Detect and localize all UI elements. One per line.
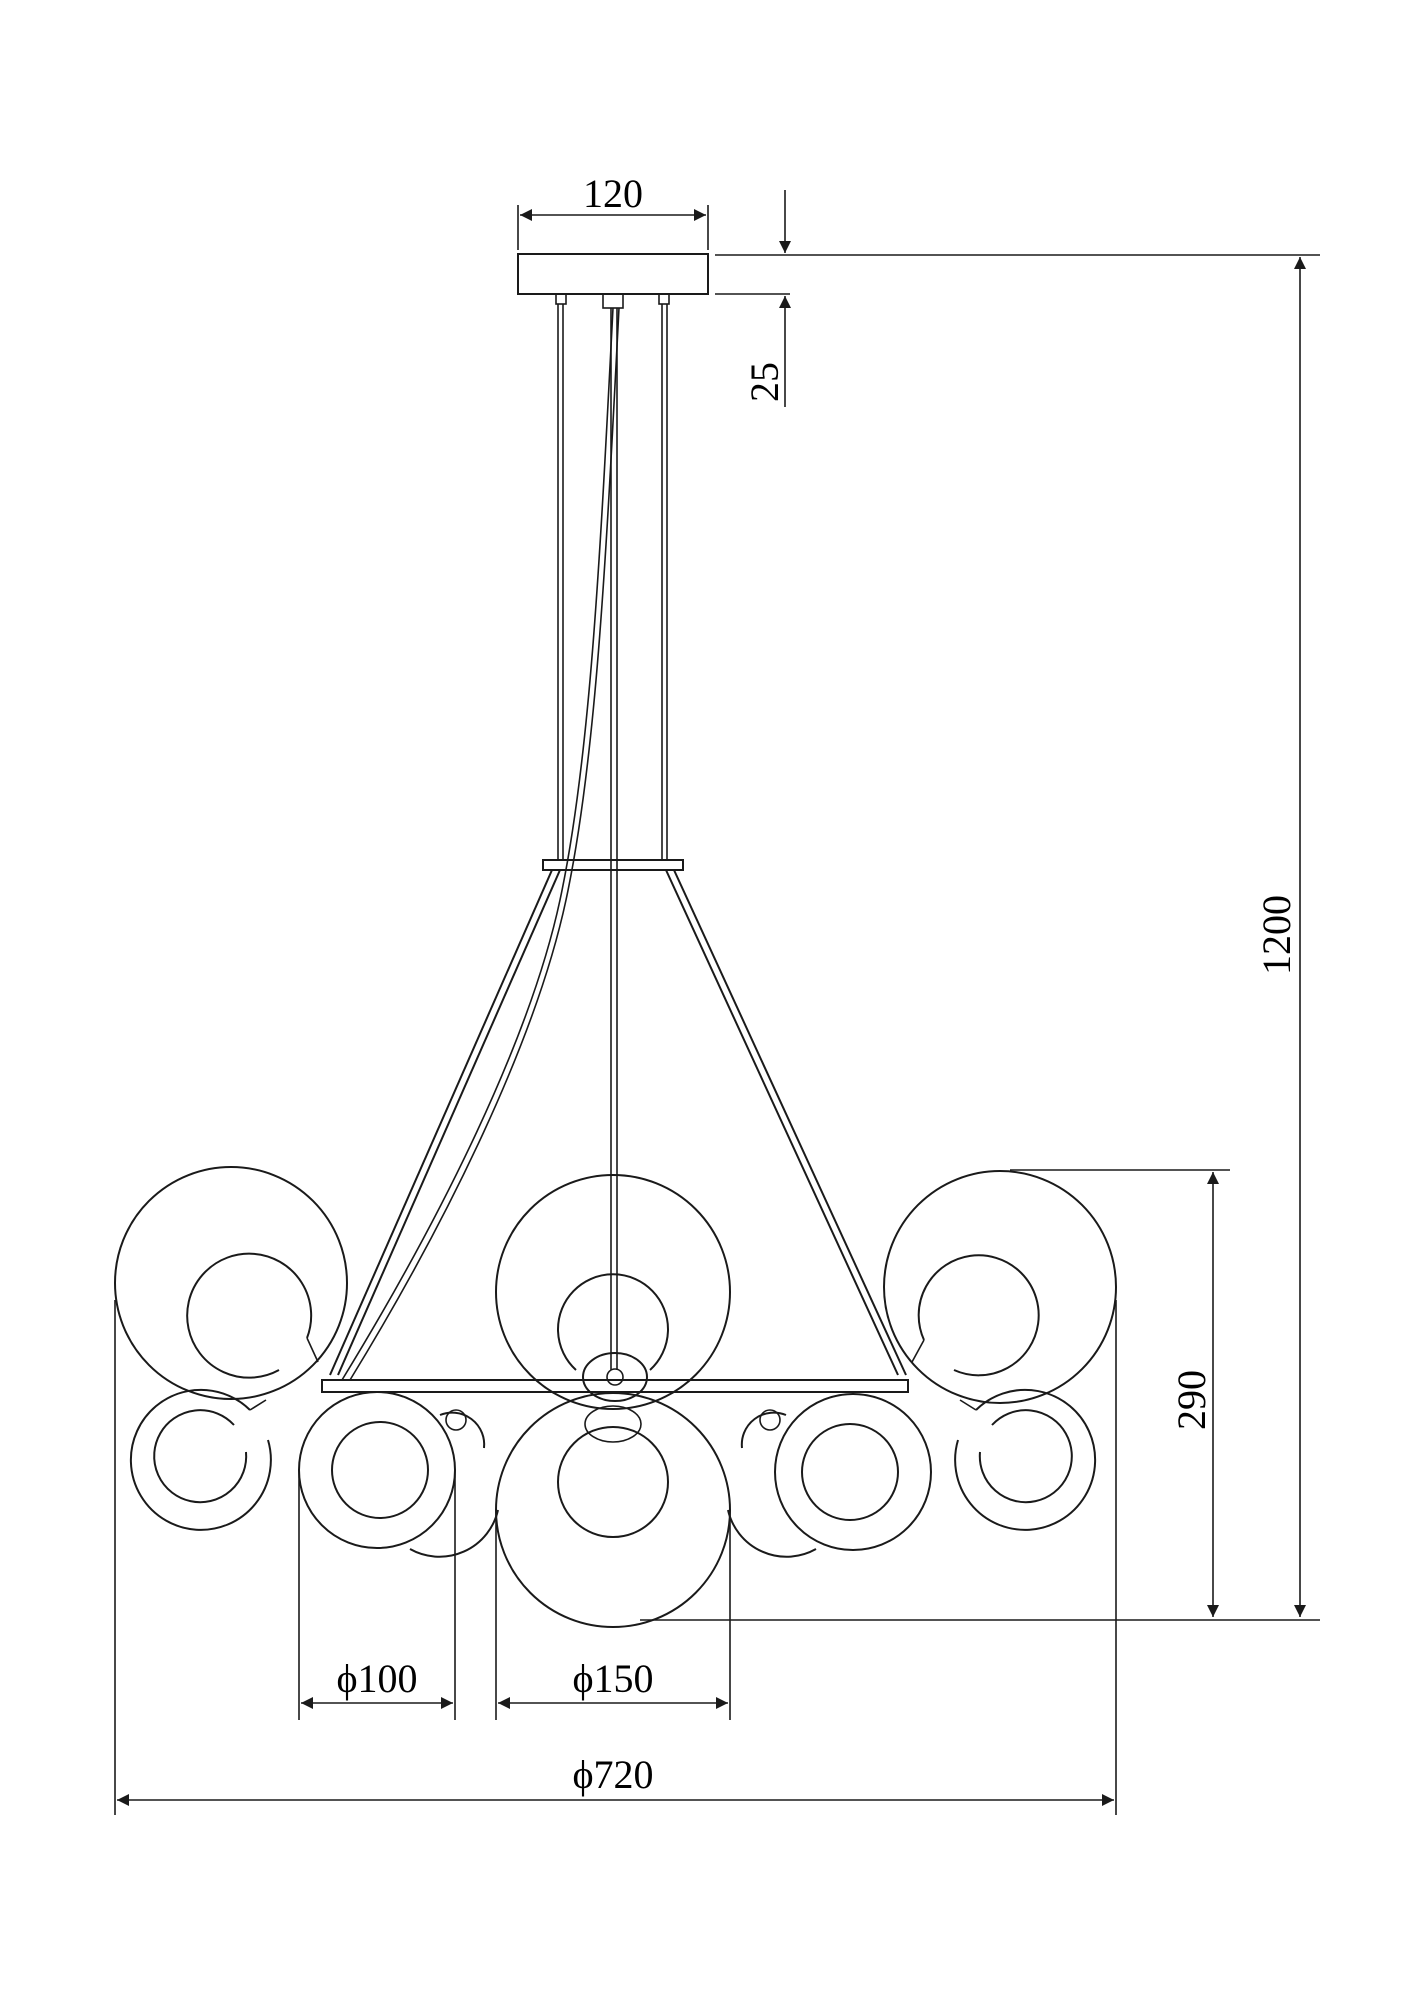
globe-center-lower [495, 1392, 731, 1628]
dim-overall-height: 1200 [640, 257, 1320, 1621]
dim-small-globe: ϕ100 [298, 1470, 456, 1720]
dim-overall-height-label: 1200 [1254, 895, 1299, 975]
globe-far-left-lower [129, 1388, 272, 1531]
frame-ring [321, 1379, 909, 1393]
frame-arms [329, 869, 907, 1376]
ring-center-hub [582, 1352, 648, 1402]
dim-canopy-height-label: 25 [742, 362, 787, 402]
globe-right-rear-lower [727, 1409, 817, 1558]
suspension-rods [557, 304, 668, 1370]
dim-canopy-width: 120 [517, 171, 709, 250]
globe-right-lower [774, 1393, 932, 1551]
dim-shade-height: 290 [1010, 1169, 1230, 1617]
dim-small-globe-label: ϕ100 [336, 1656, 417, 1701]
dim-canopy-width-label: 120 [583, 171, 643, 216]
globe-center-upper [495, 1174, 731, 1410]
globe-left-upper [114, 1166, 348, 1400]
hub-plate [542, 859, 684, 871]
globe-far-right-lower [954, 1388, 1097, 1531]
dim-large-globe-label: ϕ150 [572, 1656, 653, 1701]
globe-right-upper [883, 1170, 1117, 1404]
ceiling-canopy [517, 253, 709, 309]
dim-large-globe: ϕ150 [495, 1510, 731, 1720]
dim-overall-diameter: ϕ720 [114, 1300, 1117, 1815]
dim-overall-diameter-label: ϕ720 [572, 1752, 653, 1797]
power-cable [341, 307, 614, 1381]
power-cable-edge [349, 307, 620, 1381]
globe-left-rear-lower [409, 1409, 499, 1558]
globe-left-lower [298, 1391, 456, 1549]
dim-canopy-height: 25 [715, 190, 1320, 407]
dim-shade-height-label: 290 [1169, 1370, 1214, 1430]
